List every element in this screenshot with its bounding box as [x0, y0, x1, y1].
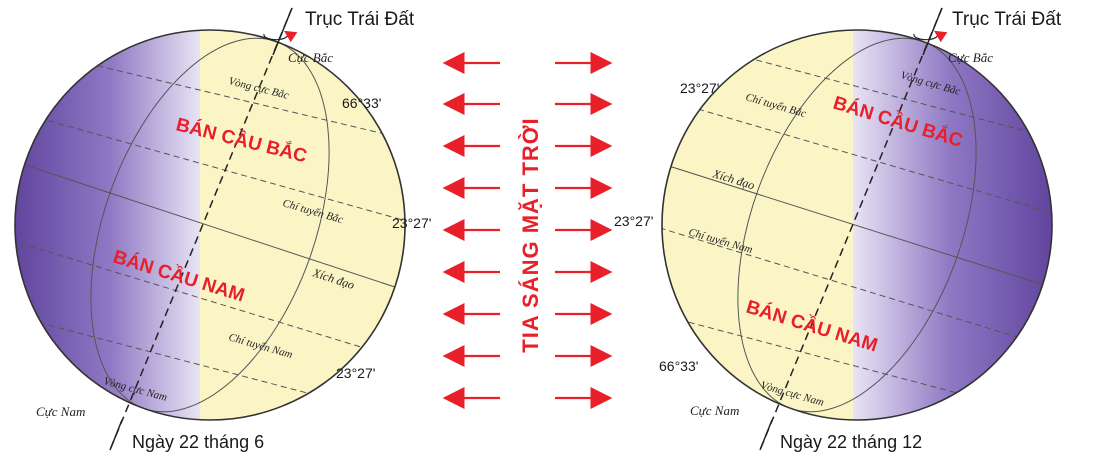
south-pole-label: Cực Nam — [690, 403, 739, 418]
rotation-arrow-icon — [913, 30, 948, 43]
sun-rays-label: TIA SÁNG MẶT TRỜI — [518, 117, 543, 352]
globe-outline — [661, 29, 1053, 421]
south-pole-label: Cực Nam — [36, 404, 85, 419]
lat-capricorn-label: 23°27' — [336, 365, 375, 381]
equator-line — [662, 159, 1052, 291]
globe-outline — [14, 29, 406, 421]
globe-december: Trục Trái Đất Cực Bắc Vòng cực Bắc 23°27… — [614, 7, 1062, 452]
night-side — [853, 30, 1052, 420]
axis-label: Trục Trái Đất — [952, 9, 1062, 30]
arctic-circle-line — [15, 44, 405, 141]
sun-rays: TIA SÁNG MẶT TRỜI — [442, 52, 613, 409]
earth-axis — [759, 7, 943, 451]
lat-antarctic-label: 66°33' — [659, 358, 698, 374]
axis-label: Trục Trái Đất — [305, 9, 415, 30]
lat-equator-side-label: 23°27' — [614, 213, 653, 229]
equator-line — [15, 159, 405, 293]
tropic-cancer-line — [662, 94, 1052, 216]
earth-axis — [109, 7, 293, 451]
caption-december: Ngày 22 tháng 12 — [780, 432, 922, 452]
lat-cancer-label: 23°27' — [680, 80, 719, 96]
lat-arctic-label: 66°33' — [342, 95, 381, 111]
globe-june: Trục Trái Đất Cực Bắc Vòng cực Bắc 66°33… — [14, 7, 431, 452]
tropic-capricorn-line — [662, 224, 1052, 351]
rotation-arrow-icon — [263, 30, 298, 43]
north-pole-label: Cực Bắc — [948, 50, 993, 65]
north-pole-label: Cực Bắc — [288, 50, 333, 65]
lat-cancer-label: 23°27' — [392, 215, 431, 231]
caption-june: Ngày 22 tháng 6 — [132, 432, 264, 452]
